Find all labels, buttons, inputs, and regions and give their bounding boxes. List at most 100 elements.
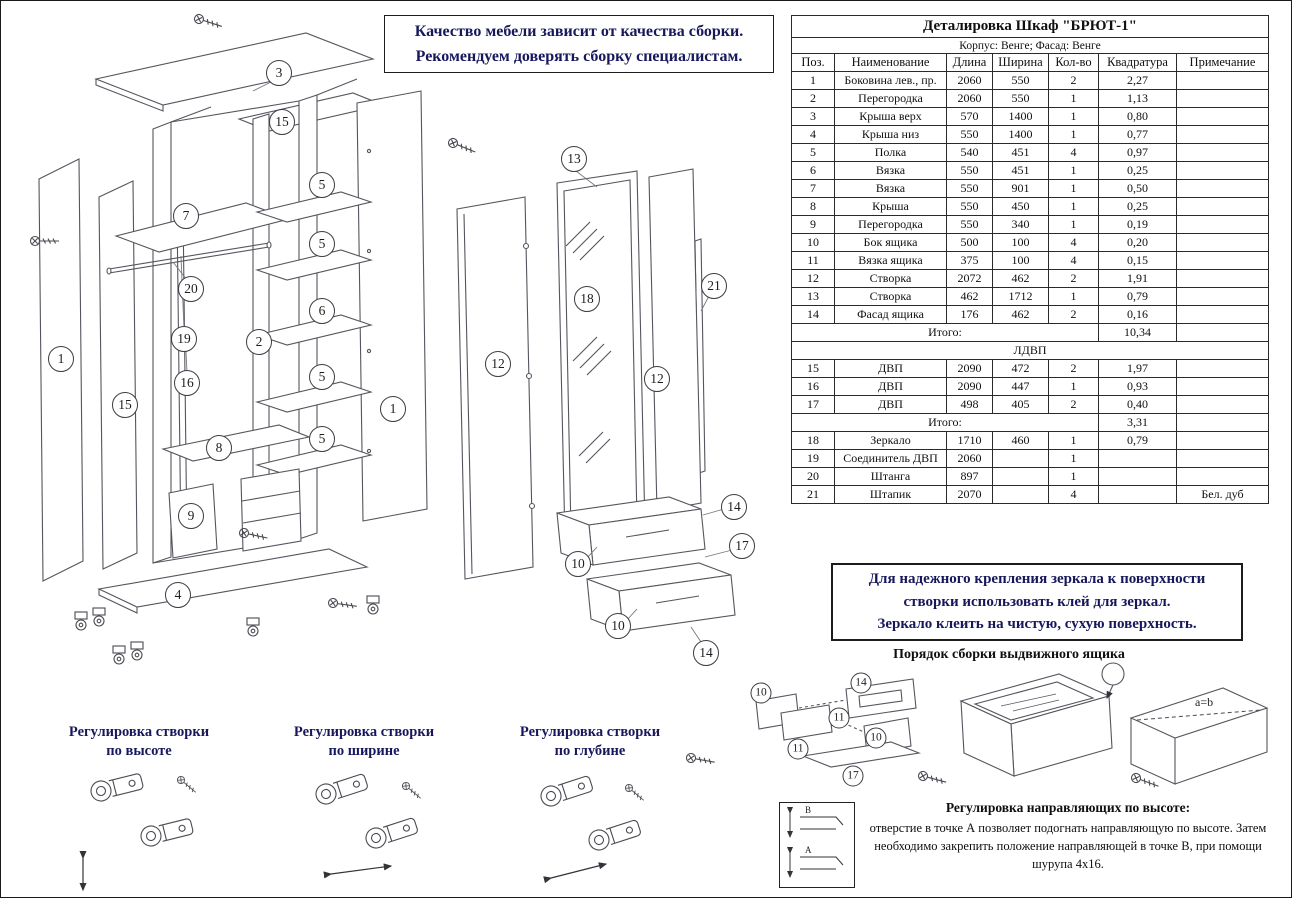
adjust-caption-width: Регулировка створки по ширине — [261, 723, 467, 761]
part-callout-5: 5 — [309, 231, 335, 257]
rail-diagram: В А — [779, 802, 855, 888]
part-callout-5: 5 — [309, 172, 335, 198]
subtotal-row: Итого:10,34 — [791, 323, 1269, 342]
part-callout-9: 9 — [178, 503, 204, 529]
adjust-caption-line: Регулировка створки — [293, 724, 435, 740]
part-callout-7: 7 — [173, 203, 199, 229]
part-callout-18: 18 — [574, 286, 600, 312]
exploded-view-drawing — [29, 12, 736, 665]
hinge-diagrams-drawing — [79, 770, 647, 892]
part-callout-19: 19 — [171, 326, 197, 352]
col-header: Наименование — [834, 53, 947, 72]
corner-equal-label: a=b — [1195, 695, 1213, 709]
part-callout-1: 1 — [48, 346, 74, 372]
part-callout-6: 6 — [309, 298, 335, 324]
rail-point-b-label: В — [805, 805, 811, 815]
part-callout-14: 14 — [693, 640, 719, 666]
caster-wheel-icon — [74, 595, 380, 665]
parts-table-body: Деталировка Шкаф "БРЮТ-1" Корпус: Венге;… — [791, 15, 1269, 504]
adjust-caption-line: по ширине — [328, 742, 400, 759]
adjust-caption-height: Регулировка створки по высоте — [36, 723, 242, 761]
table-title-row: Деталировка Шкаф "БРЮТ-1" — [791, 15, 1269, 38]
subtotal-row: Итого:3,31 — [791, 413, 1269, 432]
part-callout-15: 15 — [269, 109, 295, 135]
quality-note: Качество мебели зависит от качества сбор… — [384, 15, 774, 73]
col-header: Кол-во — [1048, 53, 1099, 72]
part-callout-17: 17 — [729, 533, 755, 559]
col-header: Квадратура — [1098, 53, 1177, 72]
part-callout-17: 17 — [842, 765, 864, 787]
hinge-icon — [88, 770, 643, 854]
quality-note-line2: Рекомендуем доверять сборку специалистам… — [415, 47, 743, 65]
mirror-note-line1: Для надежного крепления зеркала к поверх… — [868, 571, 1206, 587]
table-subtitle-row: Корпус: Венге; Фасад: Венге — [791, 37, 1269, 54]
mirror-note-line2: створки использовать клей для зеркал. — [903, 593, 1171, 610]
part-callout-21: 21 — [701, 273, 727, 299]
drawer-assembly-caption: Порядок сборки выдвижного ящика — [893, 647, 1125, 662]
part-callout-8: 8 — [206, 435, 232, 461]
part-callout-10: 10 — [605, 613, 631, 639]
adjust-caption-line: Регулировка створки — [68, 724, 210, 740]
part-callout-14: 14 — [721, 494, 747, 520]
part-callout-14: 14 — [850, 672, 872, 694]
rail-adjustment-note: В А Регулировка направляющих по высоте: … — [771, 794, 1276, 894]
rail-note-body: отверстие в точке А позволяет подогнать … — [869, 821, 1267, 872]
parts-table-wrap: Деталировка Шкаф "БРЮТ-1" Корпус: Венге;… — [791, 15, 1269, 504]
part-callout-10: 10 — [750, 682, 772, 704]
part-callout-10: 10 — [565, 551, 591, 577]
rail-note-title: Регулировка направляющих по высоте: — [945, 800, 1191, 815]
hinge-diagrams — [31, 746, 711, 896]
col-header: Длина — [946, 53, 993, 72]
table-header-row: Поз. Наименование Длина Ширина Кол-во Кв… — [791, 53, 1269, 72]
adjust-arrows — [79, 850, 608, 892]
part-callout-1: 1 — [380, 396, 406, 422]
quality-note-line1: Качество мебели зависит от качества сбор… — [414, 23, 744, 40]
col-header: Примечание — [1176, 53, 1269, 72]
part-callout-2: 2 — [246, 329, 272, 355]
table-subtitle: Корпус: Венге; Фасад: Венге — [791, 37, 1269, 54]
part-callout-16: 16 — [174, 370, 200, 396]
part-callout-13: 13 — [561, 146, 587, 172]
part-callout-20: 20 — [178, 276, 204, 302]
parts-table: Деталировка Шкаф "БРЮТ-1" Корпус: Венге;… — [791, 15, 1269, 504]
adjust-caption-line: по глубине — [554, 742, 626, 759]
part-callout-15: 15 — [112, 392, 138, 418]
adjust-caption-line: по высоте — [106, 742, 172, 759]
adjust-caption-line: Регулировка створки — [519, 724, 661, 740]
col-header: Поз. — [791, 53, 835, 72]
mirror-note-line3: Зеркало клеить на чистую, сухую поверхно… — [877, 616, 1197, 632]
part-callout-3: 3 — [266, 60, 292, 86]
part-callout-4: 4 — [165, 582, 191, 608]
part-callout-11: 11 — [828, 707, 850, 729]
rail-point-a-label: А — [805, 845, 812, 855]
part-callout-12: 12 — [644, 366, 670, 392]
col-header: Ширина — [992, 53, 1049, 72]
part-callout-5: 5 — [309, 364, 335, 390]
wardrobe-panels — [38, 32, 736, 632]
adjust-caption-depth: Регулировка створки по глубине — [487, 723, 693, 761]
mirror-glue-note: Для надежного крепления зеркала к поверх… — [831, 563, 1243, 641]
table-title: Деталировка Шкаф "БРЮТ-1" — [791, 15, 1269, 38]
rail-diagram-drawing: В А — [787, 805, 844, 878]
